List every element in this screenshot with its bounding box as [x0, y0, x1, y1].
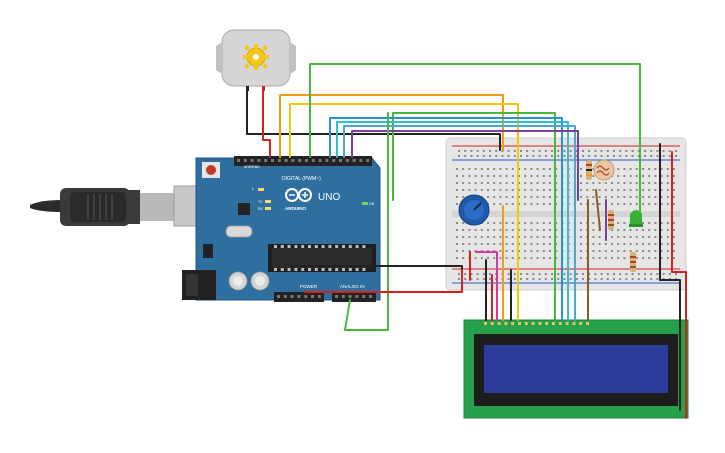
potentiometer — [458, 194, 490, 226]
on-label: ON — [369, 202, 375, 206]
wire-motor-black — [246, 89, 501, 151]
wire-5v-red — [304, 269, 463, 293]
gnd-label: GND — [252, 165, 260, 169]
wire-purple — [351, 130, 579, 201]
resistor-2 — [608, 210, 614, 230]
wire-brown-short — [595, 189, 601, 231]
wire-green-analog — [344, 112, 389, 331]
reset-button[interactable] — [206, 165, 216, 175]
wire-cyan-1 — [336, 121, 569, 321]
power-label: POWER — [300, 284, 318, 289]
wire-yellow — [289, 103, 519, 321]
resistor-3 — [630, 252, 636, 272]
wire-cyan-2 — [343, 125, 576, 321]
photoresistor — [593, 159, 615, 181]
wire-blue-1 — [329, 117, 563, 321]
analog-in-label: ANALOG IN — [340, 284, 365, 289]
wire-lcd-led-black — [671, 271, 687, 419]
led-l-label: L — [252, 186, 255, 191]
atmega-chip-pins — [274, 245, 366, 271]
lcd-header-pins — [484, 322, 589, 325]
arduino-logo-icon — [285, 188, 312, 202]
resistor-1 — [586, 160, 592, 180]
lcd-screen — [484, 345, 668, 393]
usb-cable — [30, 185, 219, 227]
wire-lcd-led-gnd — [659, 279, 681, 411]
wire-lcd-pink — [475, 251, 498, 321]
arduino-brand-label: ARDUINO — [285, 206, 306, 211]
digital-header-pins — [237, 159, 370, 162]
lcd-16x2-display — [463, 319, 689, 419]
wire-motor-red — [262, 89, 271, 158]
rx-label: RX — [258, 207, 264, 211]
power-analog-header-pins — [277, 295, 372, 298]
green-led — [629, 210, 643, 227]
tx-label: TX — [258, 200, 263, 204]
uno-label: UNO — [318, 192, 340, 203]
motor-gear-icon — [243, 44, 269, 70]
aref-label: AREF — [244, 165, 253, 169]
wire-green-lcd — [392, 112, 556, 321]
wire-green-led — [309, 63, 641, 213]
arduino-uno-board: DIGITAL (PWM~) AREF GND L TX RX UNO ARDU… — [182, 156, 381, 302]
dc-motor — [216, 29, 296, 91]
digital-pwm-label: DIGITAL (PWM~) — [282, 176, 321, 182]
